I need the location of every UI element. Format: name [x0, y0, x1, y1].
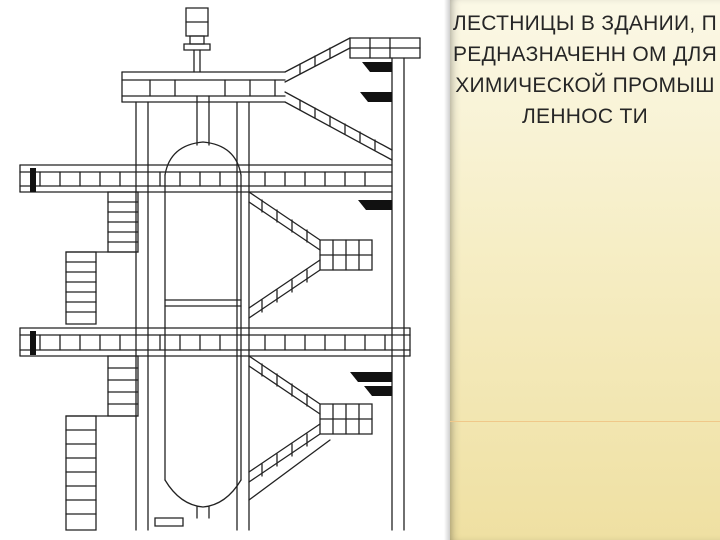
slide-title: ЛЕСТНИЦЫ В ЗДАНИИ, ПРЕДНАЗНАЧЕНН ОМ ДЛЯ …	[452, 12, 718, 128]
right-stair-lower	[249, 356, 372, 500]
title-panel	[450, 0, 720, 540]
top-equipment	[184, 8, 210, 72]
floor-middle	[20, 328, 410, 356]
reactor-vessel	[155, 96, 241, 526]
floor-upper	[20, 165, 392, 192]
staircase-building-drawing	[0, 0, 450, 540]
roof-frame	[122, 72, 285, 102]
left-stair-lower	[66, 356, 138, 530]
columns	[136, 58, 404, 530]
right-stair-middle	[249, 192, 372, 318]
panel-divider	[450, 421, 720, 422]
left-stair-upper	[66, 192, 138, 324]
right-stair-top	[285, 38, 420, 160]
wall-hatching	[30, 62, 392, 396]
panel-shadow	[444, 0, 452, 540]
